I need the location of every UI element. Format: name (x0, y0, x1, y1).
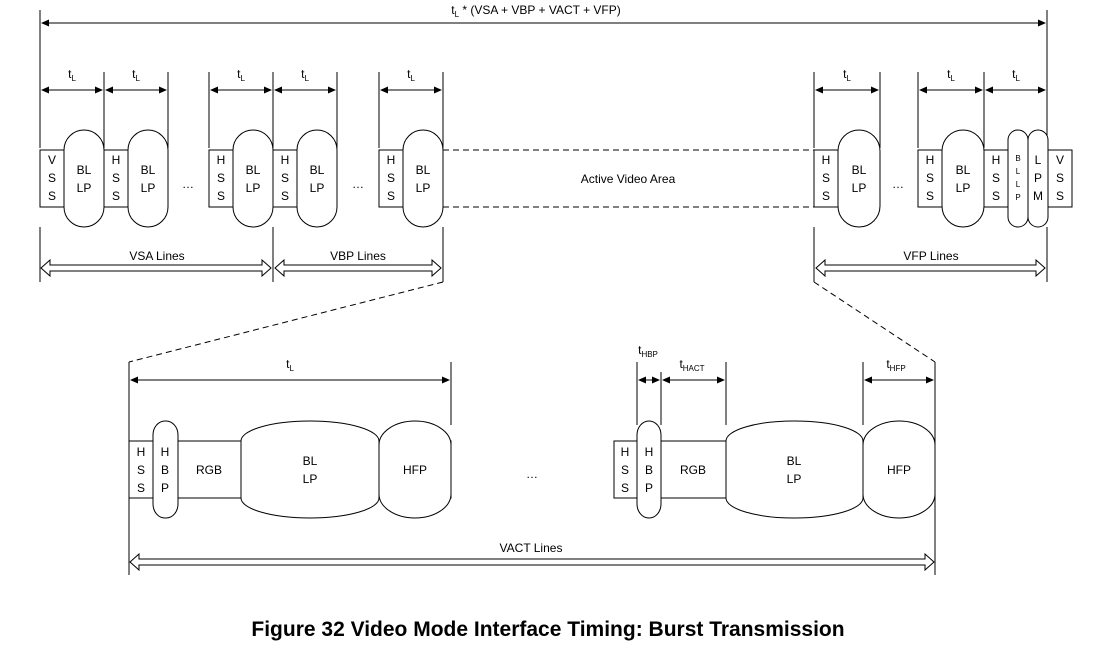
total-period-dimension: tL * (VSA + VBP + VACT + VFP) (39, 3, 1048, 148)
ellipsis: … (526, 467, 538, 481)
line-time-dimensions: tL tL tL tL tL tL tL tL (41, 67, 1046, 148)
thbp-label: tHBP (638, 343, 658, 359)
hfp-packet: HFP (403, 463, 427, 477)
ellipsis: … (892, 177, 904, 191)
figure-caption: Figure 32 Video Mode Interface Timing: B… (251, 618, 845, 641)
thfp-label: tHFP (886, 357, 905, 373)
tl-label: tL (301, 67, 309, 83)
tl-label: tL (68, 67, 76, 83)
thact-label: tHACT (679, 357, 704, 373)
ellipsis: … (352, 177, 364, 191)
vbp-lines-label: VBP Lines (330, 249, 386, 263)
tl-label: tL (947, 67, 955, 83)
vact-lines-label: VACT Lines (500, 541, 563, 555)
rgb-packet: RGB (196, 463, 222, 477)
tl-label: tL (286, 357, 294, 373)
hfp-packet: HFP (887, 463, 911, 477)
tl-label: tL (237, 67, 245, 83)
vertical-span-dimensions: VSA Lines VBP Lines VFP Lines (39, 227, 1048, 282)
rgb-packet: RGB (680, 463, 706, 477)
total-period-label: tL * (VSA + VBP + VACT + VFP) (451, 3, 621, 19)
tl-label: tL (843, 67, 851, 83)
ellipsis: … (182, 177, 194, 191)
tl-label: tL (1012, 67, 1020, 83)
vfp-lines-label: VFP Lines (903, 249, 958, 263)
tl-label: tL (132, 67, 140, 83)
tl-label: tL (407, 67, 415, 83)
active-video-area: Active Video Area (581, 172, 676, 186)
zoom-connectors (128, 281, 936, 363)
vsa-lines-label: VSA Lines (129, 249, 184, 263)
